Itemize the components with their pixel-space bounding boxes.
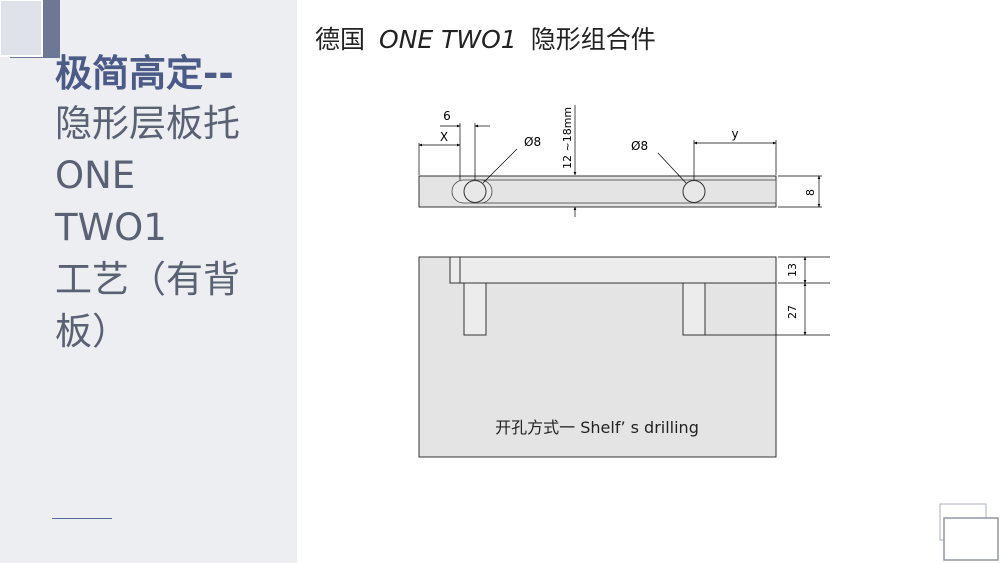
dim-label-27: 27: [786, 305, 799, 319]
slide-title-line-5: 板）: [55, 310, 129, 353]
support-pin-left: [463, 282, 487, 336]
shelf-top-slot: [471, 179, 777, 204]
title-underline: [52, 518, 112, 519]
slide-title-line-2: ONE: [55, 154, 136, 197]
hole-label-left: Ø8: [524, 135, 541, 149]
thickness-label: 12 ~18mm: [561, 107, 574, 169]
support-pin-right: [682, 282, 706, 336]
dim-label-13: 13: [786, 263, 799, 277]
dim-label-x: X: [440, 130, 448, 144]
page-title: 德国 ONE TWO1 隐形组合件: [315, 20, 656, 56]
slide-title-line-4: 工艺（有背: [55, 258, 240, 301]
hole-right: [682, 180, 706, 203]
slide-title-line-3: TWO1: [55, 206, 167, 249]
dim-label-y: y: [731, 127, 738, 141]
hole-label-right: Ø8: [631, 139, 648, 153]
page-title-prefix: 德国: [315, 25, 366, 54]
dim-label-8: 8: [804, 189, 817, 196]
page-title-brand: ONE TWO1: [379, 25, 517, 54]
slide-title-bold: 极简高定--: [55, 52, 234, 95]
slide-title-line-1: 隐形层板托: [55, 102, 240, 145]
page-title-suffix: 隐形组合件: [530, 25, 656, 54]
shelf-edge-cap: [449, 256, 461, 284]
left-panel: 极简高定-- 隐形层板托 ONE TWO1 工艺（有背 板）: [0, 0, 297, 563]
hole-left: [463, 180, 487, 203]
drilling-diagram: 6 X Ø8 Ø8 y 12 ~18mm 8 13 27 开孔方式一 Shelf…: [418, 105, 830, 458]
diagram-caption: 开孔方式一 Shelf’ s drilling: [495, 418, 699, 437]
corner-decoration-bottom: [939, 503, 999, 561]
slide-title: 极简高定-- 隐形层板托 ONE TWO1 工艺（有背 板）: [55, 50, 295, 358]
corner-decoration: [0, 0, 60, 58]
dim-label-6: 6: [443, 109, 451, 123]
shelf-edge: [449, 256, 777, 284]
